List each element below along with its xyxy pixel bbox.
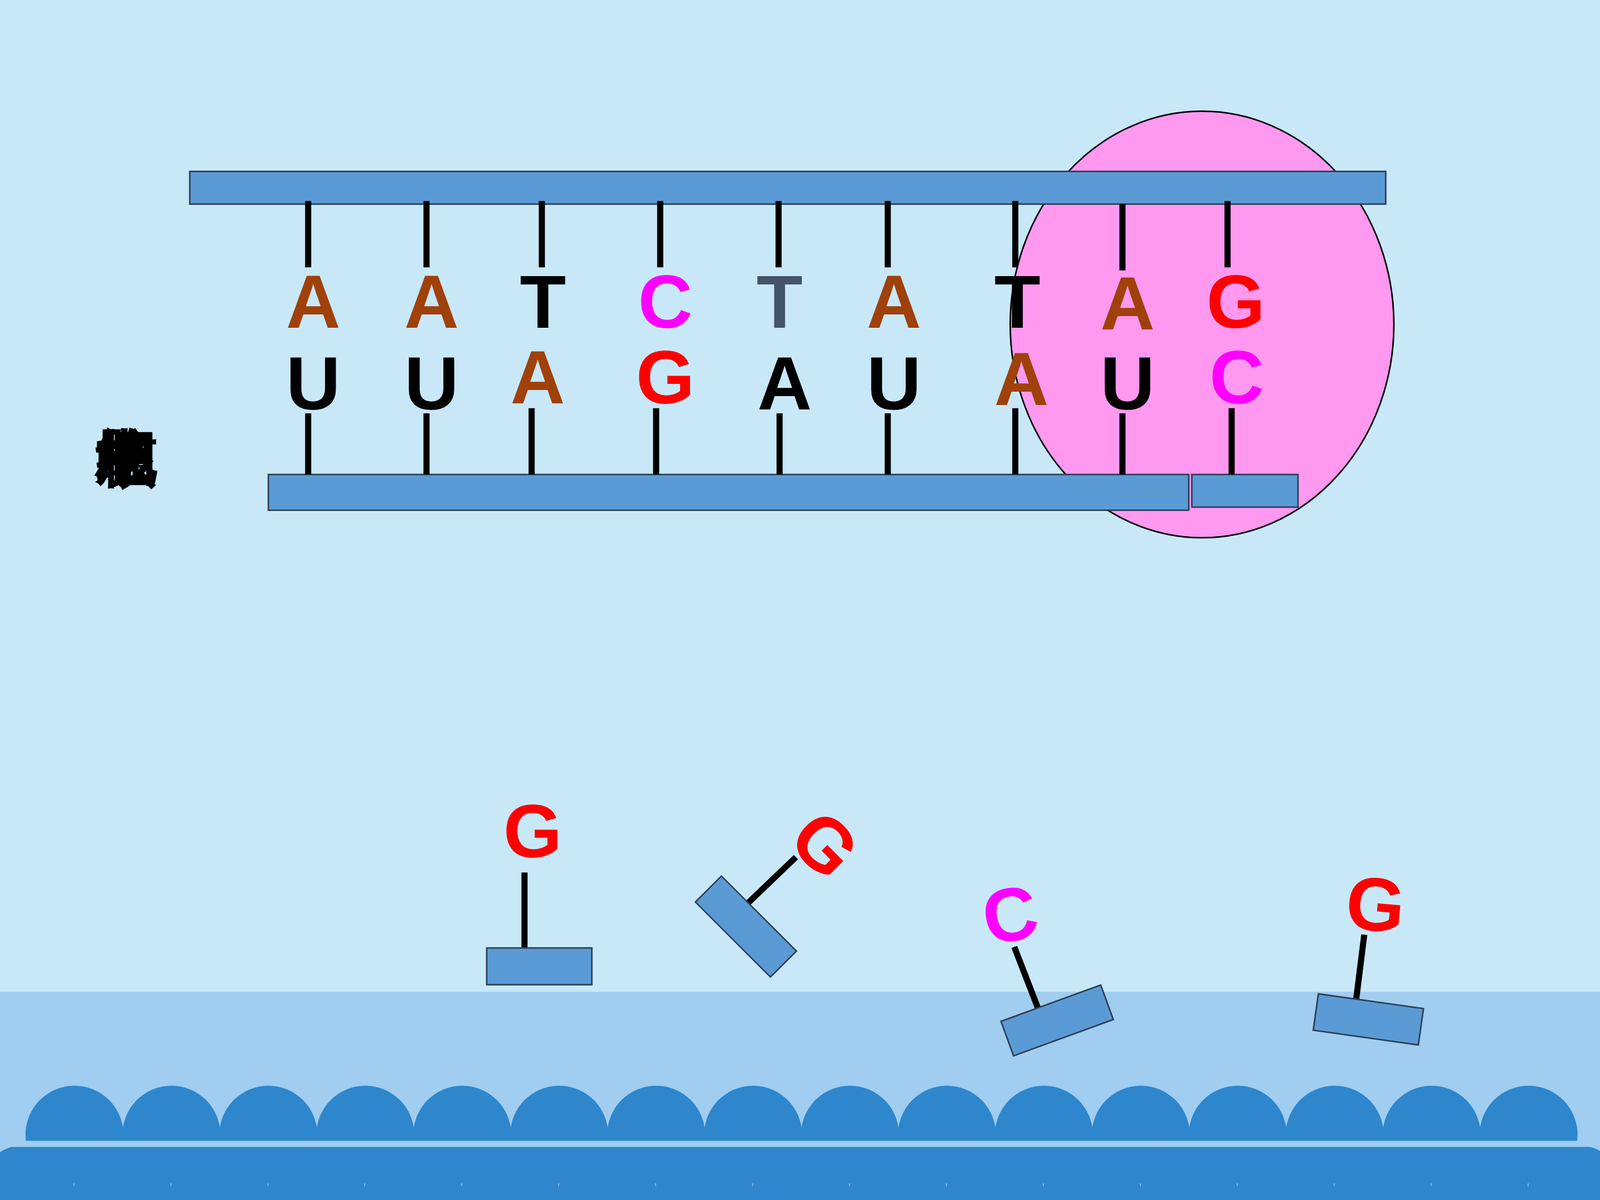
base-letter: C: [637, 264, 693, 340]
base-letter: A: [510, 340, 565, 416]
base-letter: U: [866, 346, 922, 422]
base-letter: U: [1100, 346, 1155, 422]
base-letter: G: [503, 793, 563, 870]
base-letter: U: [286, 346, 341, 422]
free-nucleotide: [486, 872, 592, 985]
base-letter: C: [1209, 340, 1264, 416]
base-letter: A: [286, 264, 341, 340]
rna-backbone-new: [1191, 474, 1298, 508]
base-letter: A: [993, 341, 1049, 418]
dna-backbone: [190, 171, 1387, 205]
base-letter: A: [757, 346, 812, 422]
base-letter: A: [866, 264, 922, 340]
free-nucleotide: [1313, 934, 1424, 1045]
base-letter: A: [404, 264, 459, 340]
free-nucleotide: [1001, 946, 1114, 1056]
rna-backbone: [268, 474, 1189, 510]
base-letter: A: [1100, 266, 1155, 342]
base-letter: G: [636, 340, 695, 416]
free-nucleotide: [695, 857, 797, 978]
base-letter: U: [404, 346, 459, 422]
base-letter: T: [994, 264, 1041, 340]
base-ticks: [308, 201, 1232, 475]
base-letter: G: [1342, 865, 1408, 946]
base-letter: T: [756, 264, 803, 340]
base-letter: G: [1206, 264, 1265, 340]
scallop-pattern: [0, 1085, 1600, 1200]
base-letter: T: [520, 264, 567, 340]
scallop-gap: [0, 1140, 1600, 1147]
